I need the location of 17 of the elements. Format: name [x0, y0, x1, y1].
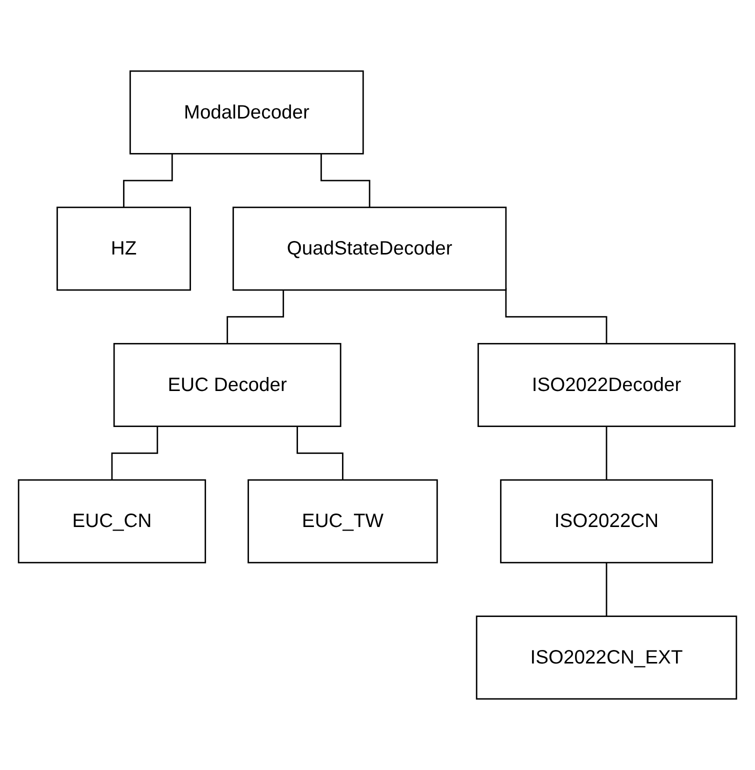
node-box: QuadStateDecoder [232, 206, 507, 291]
node-box: ISO2022CN [500, 479, 713, 564]
connector [606, 426, 608, 481]
connector [606, 562, 608, 617]
node-box: ISO2022Decoder [478, 342, 736, 428]
connector [296, 426, 344, 481]
connector [505, 288, 608, 344]
node-box: EUC_CN [18, 479, 206, 564]
node-box: ISO2022CN_EXT [476, 616, 738, 700]
node-box: HZ [56, 206, 191, 291]
node-box: EUC_TW [248, 479, 438, 564]
node-box: EUC Decoder [113, 342, 342, 428]
connector [320, 154, 370, 208]
connector [123, 154, 173, 208]
connector [111, 426, 158, 481]
node-box: ModalDecoder [130, 70, 364, 154]
connector [226, 290, 284, 344]
